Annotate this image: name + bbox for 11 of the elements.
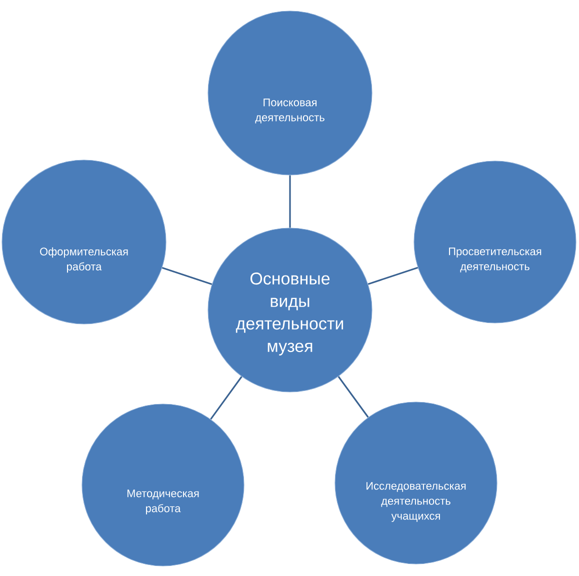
circle-node: Поисковая деятельность: [208, 10, 372, 176]
circle-node: Оформительская работа: [2, 160, 166, 324]
connector-line: [289, 175, 291, 228]
circle-node: Исследовательская деятельность учащихся: [334, 402, 498, 564]
connector-line: [338, 376, 369, 418]
connector-line: [368, 266, 418, 285]
connector-line: [162, 267, 212, 285]
circle-node: Просветительская деятельность: [414, 160, 576, 324]
connector-line: [210, 376, 242, 420]
circle-node: Основные виды деятельности музея: [208, 228, 372, 392]
circle-node: Методическая работа: [82, 404, 244, 566]
